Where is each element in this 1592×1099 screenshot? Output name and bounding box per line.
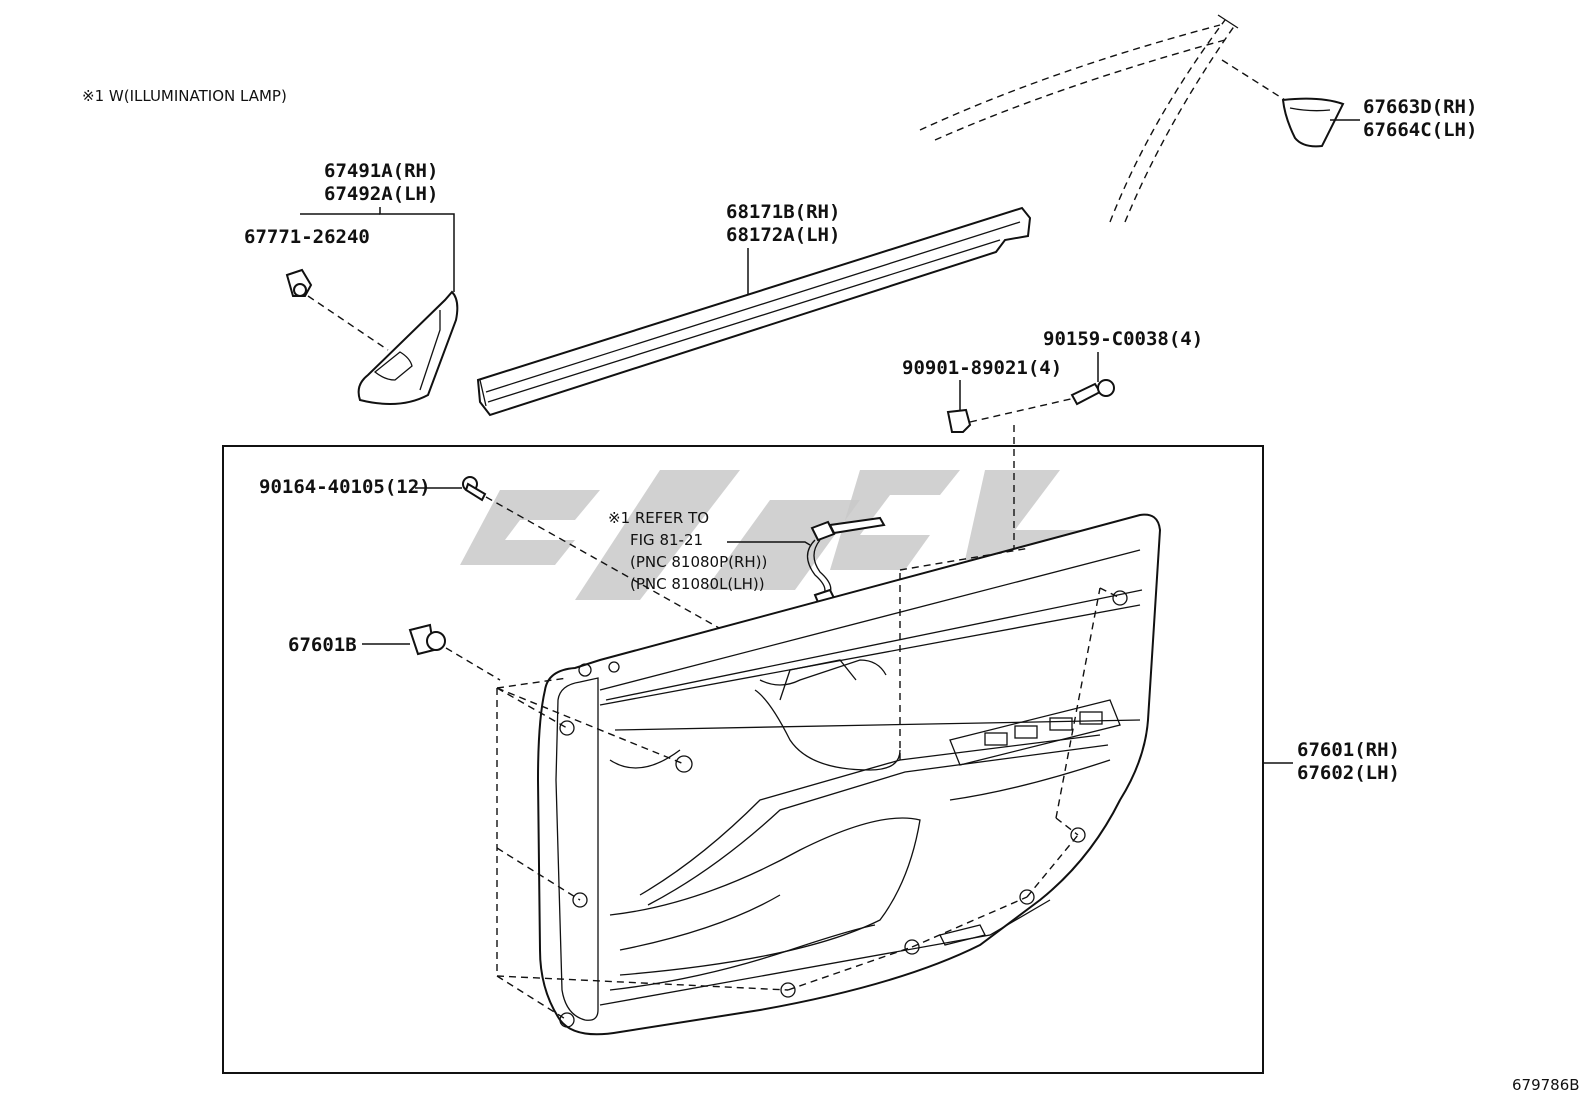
label-90164-40105: 90164-40105(12) [259, 476, 431, 498]
weatherstrip-part [476, 206, 1032, 417]
label-67602: 67602(LH) [1297, 762, 1400, 784]
window-frame-outline [919, 14, 1239, 223]
label-90901-89021: 90901-89021(4) [902, 357, 1062, 379]
note-illumination-lamp: ※1 W(ILLUMINATION LAMP) [82, 87, 287, 105]
label-67601: 67601(RH) [1297, 739, 1400, 761]
upper-clip-leader [307, 295, 389, 351]
trim-panel-frame [222, 445, 1264, 1074]
refer-line-4: (PNC 81080L(LH)) [630, 575, 765, 593]
refer-line-1: ※1 REFER TO [608, 509, 709, 527]
screw-part [1070, 379, 1115, 406]
screw-to-nut-leader [969, 397, 1076, 423]
big-clip-leader [445, 647, 501, 681]
label-68172A: 68172A(LH) [726, 224, 840, 246]
refer-line-3: (PNC 81080P(RH)) [630, 553, 767, 571]
corner-cover-leader [1221, 59, 1286, 101]
label-67491A: 67491A(RH) [324, 160, 438, 182]
label-67492A: 67492A(LH) [324, 183, 438, 205]
label-67664C: 67664C(LH) [1363, 119, 1477, 141]
door-trim-panel-part [536, 513, 1162, 1036]
label-67601B: 67601B [288, 634, 357, 656]
label-67663D: 67663D(RH) [1363, 96, 1477, 118]
illumination-harness-part [806, 516, 886, 609]
big-clip-part [408, 623, 446, 656]
figure-code: 679786B [1512, 1076, 1580, 1094]
corner-cover-part [1281, 97, 1345, 148]
nut-part [946, 408, 972, 433]
refer-label-line [727, 541, 811, 546]
refer-line-2: FIG 81-21 [630, 531, 703, 549]
upper-panel-part [357, 290, 459, 405]
label-67771-26240: 67771-26240 [244, 226, 370, 248]
small-clip-part [462, 476, 487, 502]
clip-position-leaders [496, 547, 1121, 1021]
small-clip-leader [485, 496, 786, 666]
label-90159-C0038: 90159-C0038(4) [1043, 328, 1203, 350]
upper-panel-bracket-line [379, 207, 455, 292]
upper-clip-part [285, 268, 313, 297]
label-68171B: 68171B(RH) [726, 201, 840, 223]
